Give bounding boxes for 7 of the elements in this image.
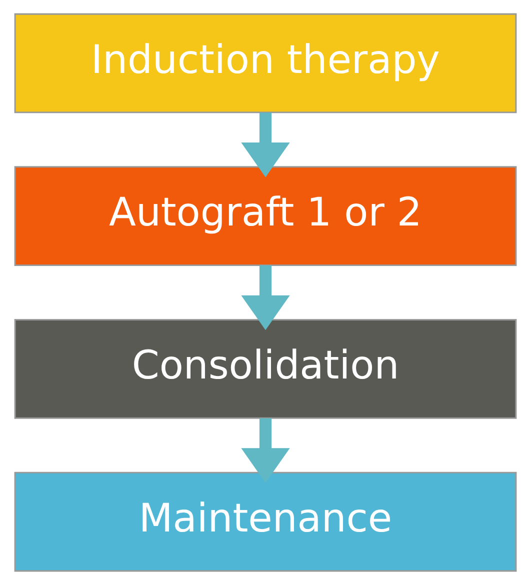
node-box: Autograft 1 or 2 — [14, 166, 516, 266]
arrow — [240, 112, 290, 178]
arrow — [240, 265, 290, 330]
node-box: Maintenance — [14, 472, 516, 572]
node-box: Induction therapy — [14, 13, 516, 114]
arrow — [240, 418, 290, 483]
node-box: Consolidation — [14, 318, 516, 419]
